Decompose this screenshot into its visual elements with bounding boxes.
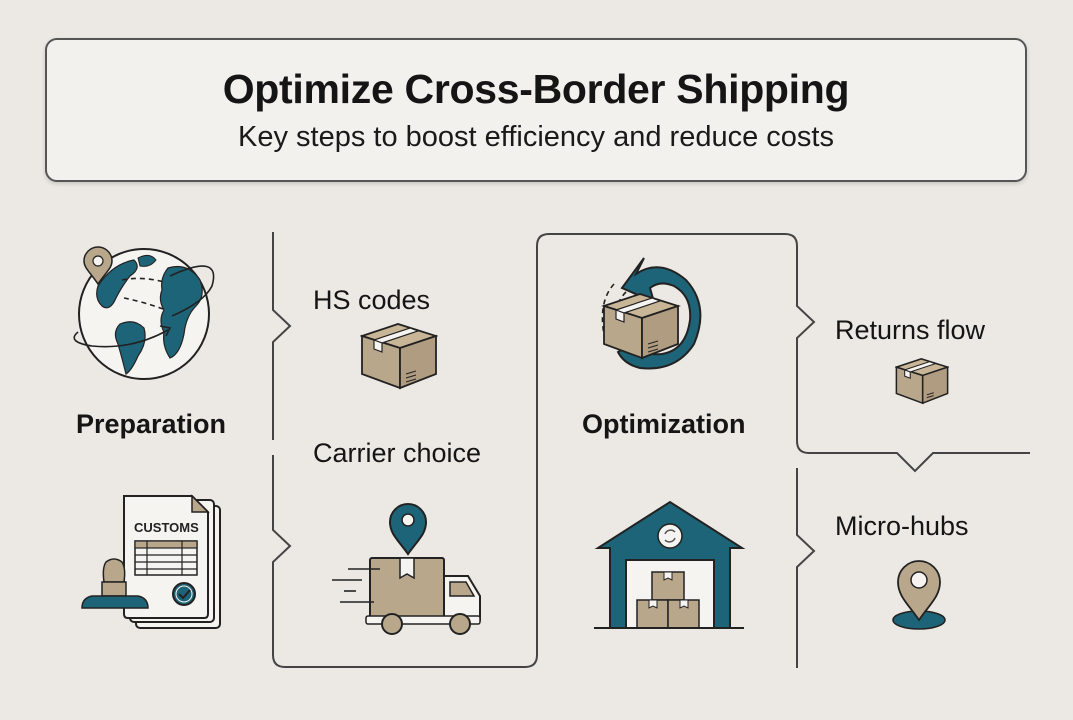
- globe-shipping-route-icon: [73, 246, 215, 380]
- customs-document-stamp-icon: CUSTOMS: [81, 494, 221, 629]
- step-label-micro-hubs: Micro-hubs: [835, 511, 969, 541]
- step-label-hs-codes: HS codes: [313, 285, 431, 315]
- header-panel: Optimize Cross-Border Shipping Key steps…: [45, 38, 1027, 182]
- box-return-arrow-icon: [601, 257, 702, 370]
- cardboard-box-icon: [360, 323, 438, 390]
- page-title: Optimize Cross-Border Shipping: [222, 66, 850, 112]
- page-subtitle: Key steps to boost efficiency and reduce…: [238, 121, 834, 153]
- warehouse-icon: [594, 500, 746, 629]
- stage-label-preparation: Preparation: [76, 409, 227, 439]
- step-label-carrier-choice: Carrier choice: [313, 438, 482, 468]
- connector-right-lower: [796, 468, 816, 668]
- cardboard-box-icon: [895, 358, 949, 405]
- svg-text:CUSTOMS: CUSTOMS: [134, 520, 199, 535]
- step-label-returns-flow: Returns flow: [835, 315, 986, 345]
- connector-main: [272, 233, 1030, 668]
- location-pin-icon: [892, 560, 946, 630]
- delivery-truck-pin-icon: [332, 503, 481, 635]
- stage-label-optimization: Optimization: [582, 409, 746, 439]
- connector-left-upper: [272, 232, 292, 440]
